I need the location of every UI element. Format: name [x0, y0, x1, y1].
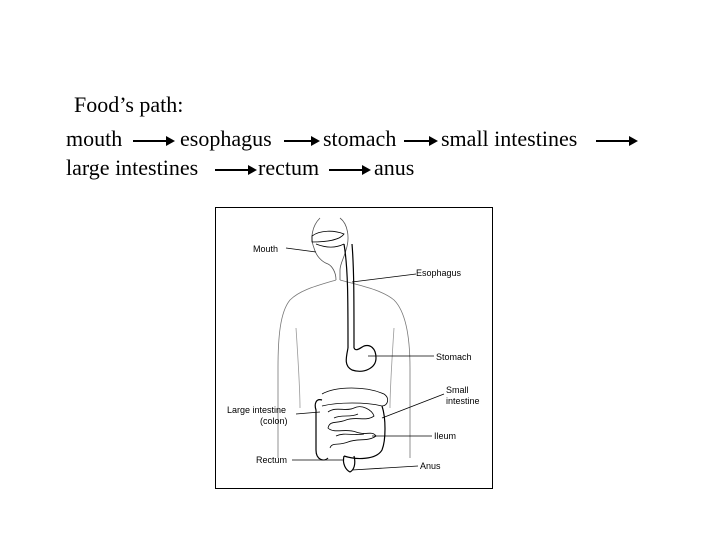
- label-esophagus: Esophagus: [416, 268, 462, 278]
- label-mouth: Mouth: [253, 244, 278, 254]
- arrow-3: [404, 136, 438, 146]
- page-heading: Food’s path:: [74, 92, 184, 117]
- label-stomach: Stomach: [436, 352, 472, 362]
- label-large-intestine-2: (colon): [260, 416, 288, 426]
- step-small-intestines: small intestines: [441, 126, 578, 151]
- arrow-5: [215, 165, 257, 175]
- label-large-intestine-1: Large intestine: [227, 405, 286, 415]
- label-rectum: Rectum: [256, 455, 287, 465]
- arrow-1: [133, 136, 175, 146]
- step-rectum: rectum: [258, 155, 320, 180]
- label-small-intestine-1: Small: [446, 385, 469, 395]
- arrow-4: [596, 136, 638, 146]
- step-large-intestines: large intestines: [66, 155, 199, 180]
- stomach-shape: [345, 344, 377, 372]
- step-esophagus: esophagus: [180, 126, 272, 151]
- label-anus: Anus: [420, 461, 441, 471]
- mouth-cavity: [311, 230, 345, 243]
- step-stomach: stomach: [323, 126, 397, 151]
- digestive-system-drawing: Mouth Esophagus Stomach Small intestine …: [227, 217, 480, 473]
- step-mouth: mouth: [66, 126, 123, 151]
- label-small-intestine-2: intestine: [446, 396, 480, 406]
- arrow-6: [329, 165, 371, 175]
- digestive-system-figure: Mouth Esophagus Stomach Small intestine …: [215, 207, 493, 489]
- step-anus: anus: [374, 155, 415, 180]
- label-ileum: Ileum: [434, 431, 456, 441]
- arrow-2: [284, 136, 320, 146]
